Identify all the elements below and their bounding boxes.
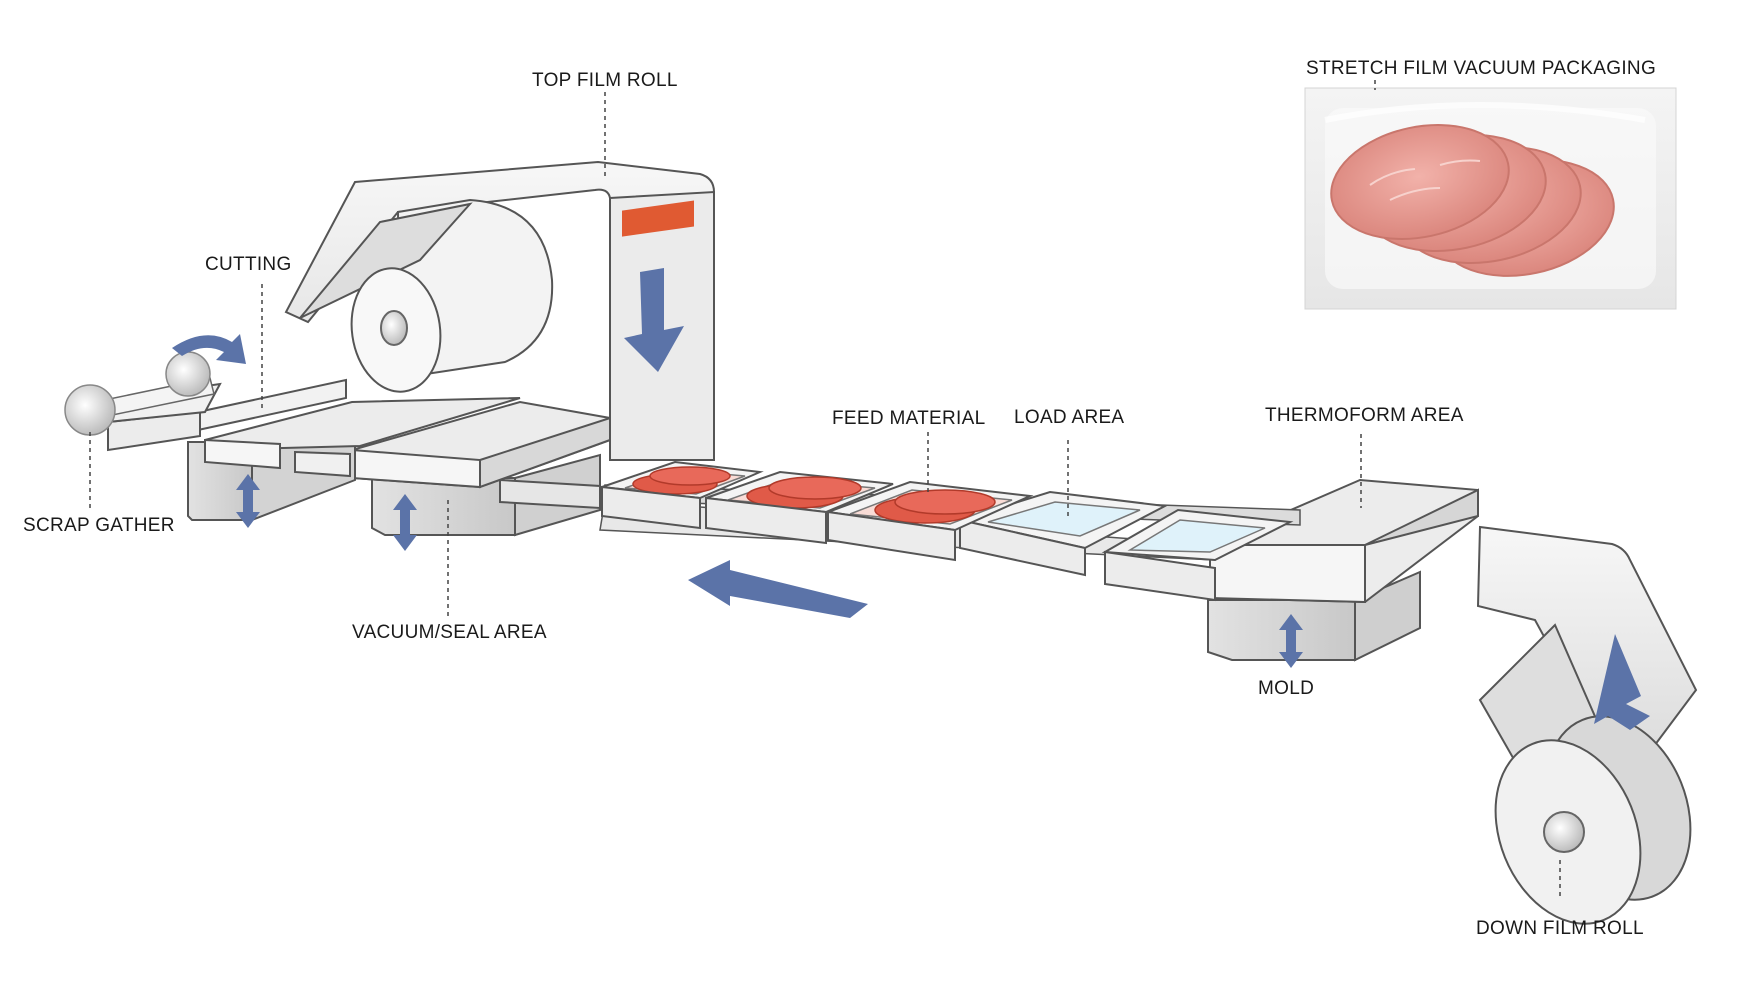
conveyor <box>599 460 1301 618</box>
label-load-area: LOAD AREA <box>1014 407 1125 428</box>
top-roll-core <box>380 310 408 346</box>
label-vacuum-seal-area: VACUUM/SEAL AREA <box>352 622 547 643</box>
down-film-roll <box>1476 525 1698 925</box>
tray-meat-1 <box>601 460 764 530</box>
label-cutting: CUTTING <box>205 254 292 275</box>
top-film-roll-housing <box>284 160 715 461</box>
mold-updown-arrow-icon <box>1279 614 1303 668</box>
label-top-film-roll: TOP FILM ROLL <box>532 70 678 91</box>
tray-meat-2 <box>705 470 894 545</box>
direction-arrow-icon <box>688 560 868 618</box>
down-arrow-icon <box>624 268 684 372</box>
label-mold: MOLD <box>1258 678 1315 699</box>
leader-lines <box>89 80 1561 898</box>
vacuum-seal-station <box>351 400 611 551</box>
seal-updown-arrow-icon <box>393 494 417 551</box>
label-thermoform-area: THERMOFORM AREA <box>1265 405 1464 426</box>
rotate-arrow-icon <box>172 334 246 364</box>
down-roll-core <box>1543 811 1585 853</box>
tray-empty-2 <box>1101 508 1294 602</box>
cutting-station <box>187 378 521 528</box>
scrap-roller-front <box>64 384 116 436</box>
label-feed-material: FEED MATERIAL <box>832 408 986 429</box>
cut-updown-arrow-icon <box>236 474 260 528</box>
scrap-gather-unit <box>64 334 246 452</box>
label-down-film-roll: DOWN FILM ROLL <box>1476 918 1644 939</box>
product-image <box>1304 87 1677 310</box>
tray-empty-1 <box>956 490 1169 577</box>
scrap-roller-back <box>165 351 211 397</box>
up-arrow-icon <box>1594 634 1650 730</box>
label-stretch-film-vacuum-packaging: STRETCH FILM VACUUM PACKAGING <box>1306 58 1657 79</box>
tray-meat-3 <box>827 480 1034 562</box>
thermoform-station <box>1207 478 1479 668</box>
meat-slices-icon <box>1324 102 1646 277</box>
label-scrap-gather: SCRAP GATHER <box>23 515 175 536</box>
indicator-bar <box>622 200 694 237</box>
